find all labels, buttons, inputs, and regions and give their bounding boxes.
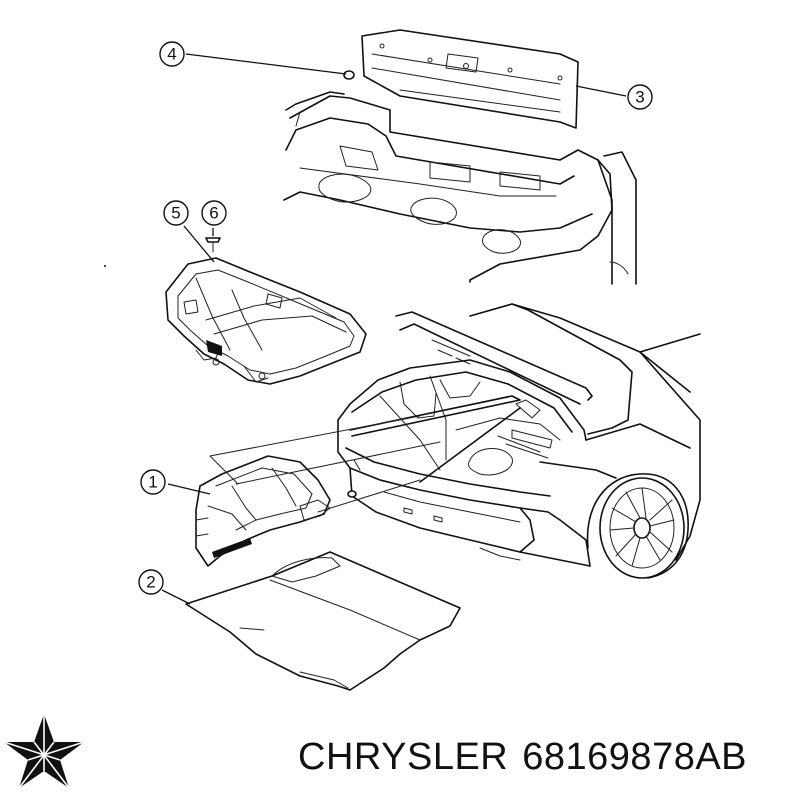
- part-number: 68169878AB: [522, 736, 748, 778]
- callout-2-label: 2: [146, 573, 155, 592]
- side-trim-panel-part-1: [195, 455, 331, 567]
- brand-name: CHRYSLER: [298, 736, 509, 778]
- callout-2: 2: [138, 569, 164, 595]
- clip: [347, 490, 357, 498]
- trunk-liner-frame-part-5: [165, 257, 367, 385]
- callout-1: 1: [140, 469, 166, 495]
- rear-shelf-assembly: [283, 29, 637, 285]
- trunk-floor-mat-part-2: [185, 551, 461, 691]
- chrysler-pentastar-icon: [3, 714, 85, 789]
- callout-6: 6: [201, 200, 227, 226]
- rear-wheel: [586, 473, 689, 579]
- callout-4: 4: [159, 41, 185, 67]
- leader-lines: [161, 53, 627, 605]
- callout-4-label: 4: [167, 45, 176, 64]
- push-pin-part-6: [205, 237, 221, 253]
- callout-5: 5: [163, 200, 189, 226]
- part-caption: CHRYSLER 68169878AB: [298, 736, 747, 779]
- callout-3-label: 3: [635, 88, 644, 107]
- speck: [104, 265, 106, 267]
- callout-3: 3: [627, 84, 653, 110]
- car-rear-view: [337, 303, 701, 579]
- callout-1-label: 1: [148, 473, 157, 492]
- callout-6-label: 6: [209, 204, 218, 223]
- plug-part-4: [343, 70, 355, 80]
- callout-5-label: 5: [171, 204, 180, 223]
